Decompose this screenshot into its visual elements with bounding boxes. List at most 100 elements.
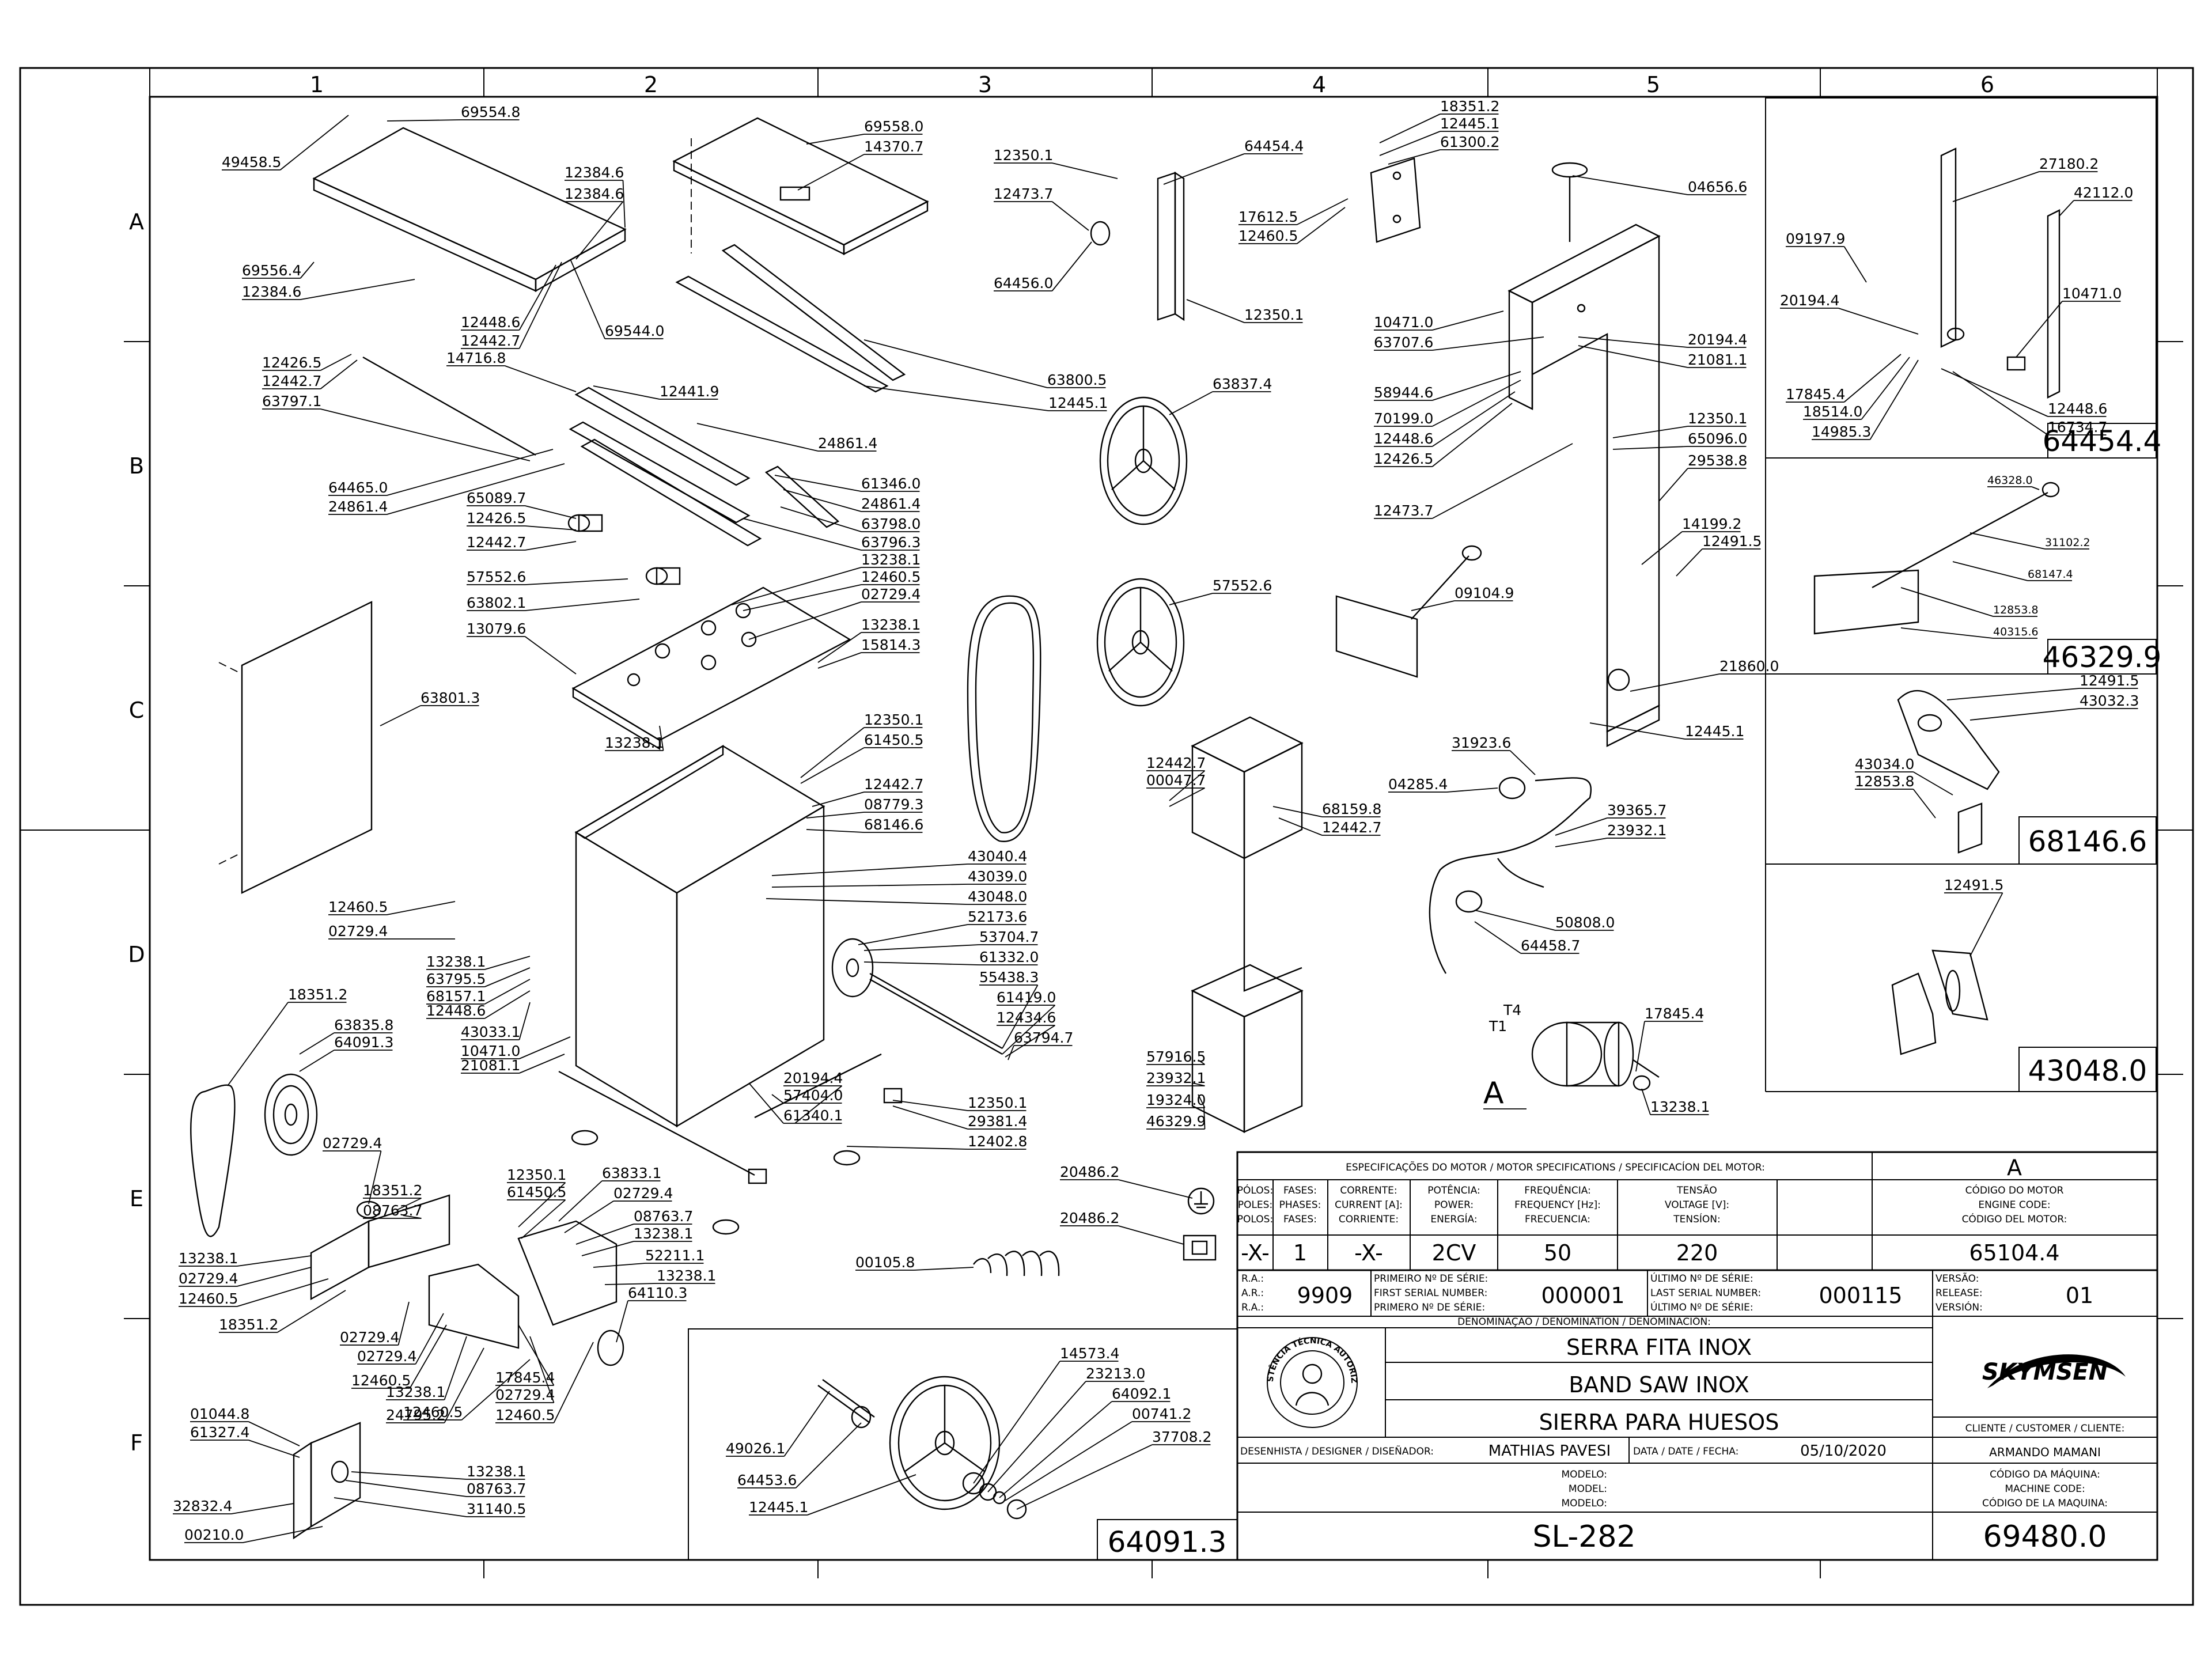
part-callout: 02729.4 <box>328 923 388 940</box>
part-callout: 63796.3 <box>861 534 921 551</box>
part-callout: 63837.4 <box>1213 376 1272 392</box>
callout-leader <box>525 599 640 611</box>
col-label: 1 <box>310 72 324 97</box>
sliding-table-plate <box>672 117 929 255</box>
callout-leader <box>863 961 980 965</box>
callout-leader <box>231 1503 294 1514</box>
part-callout: 20486.2 <box>1060 1164 1119 1180</box>
part-callout: 20194.4 <box>1688 331 1747 348</box>
callout-leader <box>800 747 865 784</box>
inset-title-68146: 68146.6 <box>2028 825 2147 858</box>
machine-code-label: MACHINE CODE: <box>2005 1483 2085 1495</box>
part-callout: 68147.4 <box>2028 568 2073 581</box>
part-callout: 55438.3 <box>979 969 1039 986</box>
model-value: SL-282 <box>1532 1520 1635 1554</box>
part-callout: 42112.0 <box>2074 184 2133 201</box>
motor-spec-header-cell: ENERGÍA: <box>1430 1213 1477 1225</box>
callout-leader <box>1952 561 2028 581</box>
motor-spec-header-cell: PÓLOS: <box>1237 1184 1273 1196</box>
last-serial-label: ÚLTIMO Nº DE SÉRIE: <box>1650 1272 1753 1285</box>
part-callout: 61340.1 <box>783 1107 843 1124</box>
motor-spec-header-cell: POLOS: <box>1237 1214 1273 1225</box>
version-value: 01 <box>2066 1283 2093 1308</box>
part-callout: 10471.0 <box>2062 285 2122 302</box>
part-callout: 12426.5 <box>1374 450 1433 467</box>
part-callout: 43048.0 <box>968 888 1027 905</box>
callout-leader <box>237 1255 312 1267</box>
part-callout: 12448.6 <box>1374 430 1433 447</box>
motor-spec-header-cell: CORRENTE: <box>1340 1185 1397 1196</box>
lower-door-panel <box>1191 964 1304 1133</box>
callout-leader <box>771 1094 784 1104</box>
part-callout: 12350.1 <box>1688 410 1747 427</box>
part-callout: 12853.8 <box>1993 604 2039 616</box>
callout-leader <box>320 408 531 461</box>
part-callout: 12350.1 <box>507 1166 566 1183</box>
callout-leader <box>1952 171 2040 202</box>
part-callout: 12434.6 <box>997 1009 1056 1026</box>
tension-knob <box>1551 162 1588 242</box>
part-callout: 61450.5 <box>864 732 923 748</box>
motor-belt <box>190 1084 236 1237</box>
callout-leader <box>320 359 358 389</box>
callout-leader <box>403 1215 422 1219</box>
callout-leader <box>334 1497 467 1517</box>
callout-leader <box>505 365 577 392</box>
first-serial-label: PRIMEIRO Nº DE SÉRIE: <box>1374 1272 1488 1285</box>
callout-leader <box>248 1421 300 1446</box>
part-callout: 64458.7 <box>1521 937 1580 954</box>
part-callout: 68159.8 <box>1322 801 1381 817</box>
inset-title-43048: 43048.0 <box>2028 1054 2147 1088</box>
callout-leader <box>987 1381 1086 1493</box>
callout-leader <box>1555 817 1608 836</box>
callout-leader <box>780 506 862 532</box>
part-callout: 20194.4 <box>783 1070 843 1086</box>
machine-name-es: SIERRA PARA HUESOS <box>1539 1410 1779 1435</box>
upper-wheel <box>1099 396 1188 525</box>
row-label: F <box>130 1430 143 1456</box>
callout-leader <box>461 1359 531 1421</box>
motor-spec-header-cell: FASES: <box>1283 1185 1317 1196</box>
motor-spec-value-cell: 1 <box>1293 1240 1307 1266</box>
callout-leader <box>783 489 862 512</box>
callout-leader <box>564 1200 614 1233</box>
callout-leader <box>1838 308 1919 335</box>
callout-leader <box>797 154 865 191</box>
part-callout: 64456.0 <box>994 275 1053 291</box>
lower-bracket <box>293 1422 361 1540</box>
part-callout: 31923.6 <box>1452 734 1511 751</box>
part-callout: 12853.8 <box>1855 773 1914 790</box>
machine-code-label: CÓDIGO DA MÁQUINA: <box>1990 1468 2100 1480</box>
callout-leader <box>748 601 862 640</box>
inset-title-64454: 64454.4 <box>2043 425 2162 458</box>
part-callout: 69554.8 <box>461 104 520 120</box>
motor-spec-table: ESPECIFICAÇÕES DO MOTOR / MOTOR SPECIFIC… <box>1236 1151 2158 1271</box>
callout-leader <box>593 385 660 400</box>
part-callout: 12491.5 <box>1944 877 2003 893</box>
last-serial-label: LAST SERIAL NUMBER: <box>1650 1287 1761 1299</box>
part-callout: 10471.0 <box>1374 314 1433 331</box>
motor-spec-header-cell: POWER: <box>1434 1199 1474 1211</box>
callout-leader <box>519 1054 565 1074</box>
part-callout: 15814.3 <box>861 637 921 653</box>
motor-spec-header: ESPECIFICAÇÕES DO MOTOR / MOTOR SPECIFIC… <box>1346 1161 1765 1173</box>
lower-wheel <box>1096 578 1185 707</box>
callout-leader <box>1555 838 1608 847</box>
part-callout: 61450.5 <box>507 1184 566 1200</box>
motor-spec-header-cell: CÓDIGO DO MOTOR <box>1965 1184 2064 1196</box>
part-callout: 32832.4 <box>173 1498 232 1514</box>
part-callout: 69558.0 <box>864 118 923 135</box>
callout-leader <box>800 727 865 778</box>
part-callout: 12448.6 <box>2048 400 2107 417</box>
part-callout: 17845.4 <box>1645 1005 1704 1022</box>
motor-spec-value-cell: 220 <box>1676 1240 1718 1266</box>
callout-leader <box>237 1278 329 1307</box>
part-callout: 12350.1 <box>1244 306 1304 323</box>
callout-leader <box>892 1100 968 1111</box>
part-callout: 08763.7 <box>467 1480 526 1497</box>
callout-leader <box>519 1036 571 1059</box>
part-callout: 12445.1 <box>1685 723 1744 740</box>
callout-leader <box>1509 750 1536 775</box>
part-callout: 08763.7 <box>634 1208 693 1225</box>
